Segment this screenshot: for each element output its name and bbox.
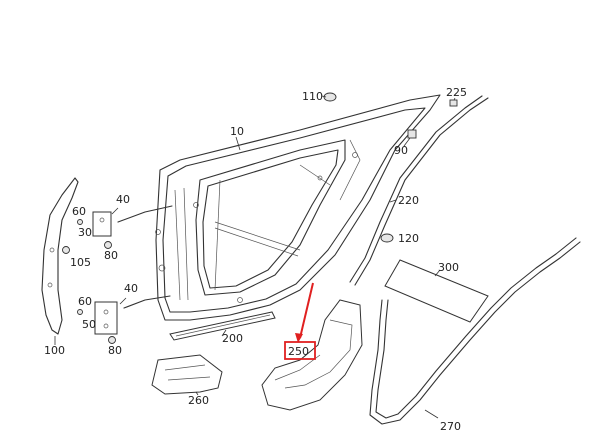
clip-225-part — [449, 97, 458, 107]
grommet-110-part — [321, 92, 337, 102]
label-60-upper: 60 — [72, 205, 86, 218]
label-30: 30 — [78, 226, 92, 239]
label-270: 270 — [440, 420, 461, 433]
clip-120-part — [380, 233, 394, 243]
pad-300-part — [384, 259, 489, 323]
highlight-box-250 — [284, 341, 316, 360]
label-220: 220 — [398, 194, 419, 207]
label-80-upper: 80 — [104, 249, 118, 262]
label-100: 100 — [44, 344, 65, 357]
label-40-upper: 40 — [116, 193, 130, 206]
highlight-callout — [284, 282, 316, 360]
seal-strip-220-part — [349, 95, 489, 286]
lower-hinge-group — [77, 295, 171, 344]
bracket-90-part — [403, 129, 417, 147]
label-40-lower: 40 — [124, 282, 138, 295]
label-105: 105 — [70, 256, 91, 269]
label-300: 300 — [438, 261, 459, 274]
door-frame-part — [155, 94, 441, 321]
label-260: 260 — [188, 394, 209, 407]
trim-strip-200-part — [169, 311, 276, 341]
upper-hinge-group — [62, 205, 173, 254]
inner-panel-250-part — [261, 299, 363, 411]
pillar-trim-100-part — [41, 177, 79, 345]
label-90: 90 — [394, 144, 408, 157]
label-225: 225 — [446, 86, 467, 99]
label-60-lower: 60 — [78, 295, 92, 308]
label-250: 250 — [288, 345, 309, 358]
label-10: 10 — [230, 125, 244, 138]
door-seal-270-part — [369, 237, 581, 425]
bracket-260-part — [151, 354, 223, 396]
label-80-lower: 80 — [108, 344, 122, 357]
label-200: 200 — [222, 332, 243, 345]
label-110: 110 — [302, 90, 323, 103]
label-120: 120 — [398, 232, 419, 245]
label-50: 50 — [82, 318, 96, 331]
